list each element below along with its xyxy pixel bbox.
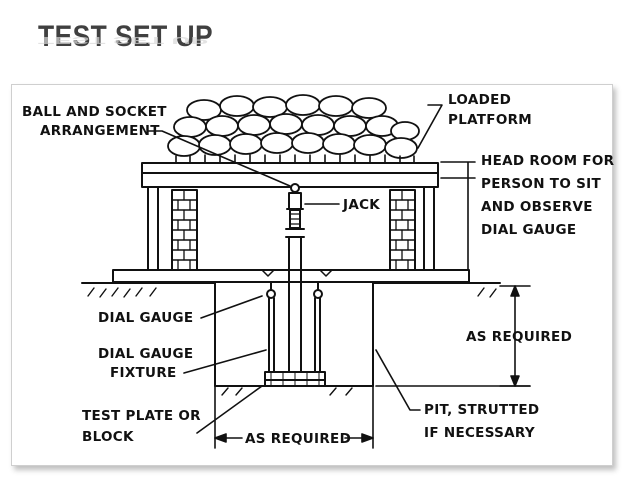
- label-ball-socket-line2: ARRANGEMENT: [40, 123, 160, 139]
- label-jack: JACK: [342, 197, 380, 213]
- label-headroom-line3: AND OBSERVE: [481, 199, 593, 215]
- ground-and-pit: [81, 282, 501, 396]
- sandbag-load: [167, 94, 420, 164]
- reference-beam: [112, 269, 470, 283]
- jack-assembly: [285, 183, 305, 373]
- leader-lines: [147, 104, 476, 434]
- label-fixture-line2: FIXTURE: [110, 365, 177, 381]
- label-loaded-line1: LOADED: [448, 92, 511, 108]
- label-ball-socket-line1: BALL AND SOCKET: [22, 104, 167, 120]
- test-plate: [264, 371, 326, 387]
- label-headroom-line4: DIAL GAUGE: [481, 222, 576, 238]
- dimension-lines: [214, 285, 531, 449]
- label-headroom-line2: PERSON TO SIT: [481, 176, 601, 192]
- left-support: [147, 186, 198, 271]
- label-pit-line1: PIT, STRUTTED: [424, 402, 539, 418]
- loaded-platform: [141, 162, 439, 188]
- label-test-plate-line1: TEST PLATE OR: [82, 408, 201, 424]
- label-as-required-right: AS REQUIRED: [466, 329, 572, 345]
- label-as-required-bottom: AS REQUIRED: [245, 431, 351, 447]
- dial-gauges: [266, 281, 323, 373]
- right-support: [389, 186, 435, 271]
- slide-title: TEST SET UP: [38, 20, 213, 53]
- label-fixture-line1: DIAL GAUGE: [98, 346, 193, 362]
- label-headroom-line1: HEAD ROOM FOR: [481, 153, 615, 169]
- label-test-plate-line2: BLOCK: [82, 429, 134, 445]
- label-dial-gauge: DIAL GAUGE: [98, 310, 193, 326]
- label-loaded-line2: PLATFORM: [448, 112, 532, 128]
- label-pit-line2: IF NECESSARY: [424, 425, 535, 441]
